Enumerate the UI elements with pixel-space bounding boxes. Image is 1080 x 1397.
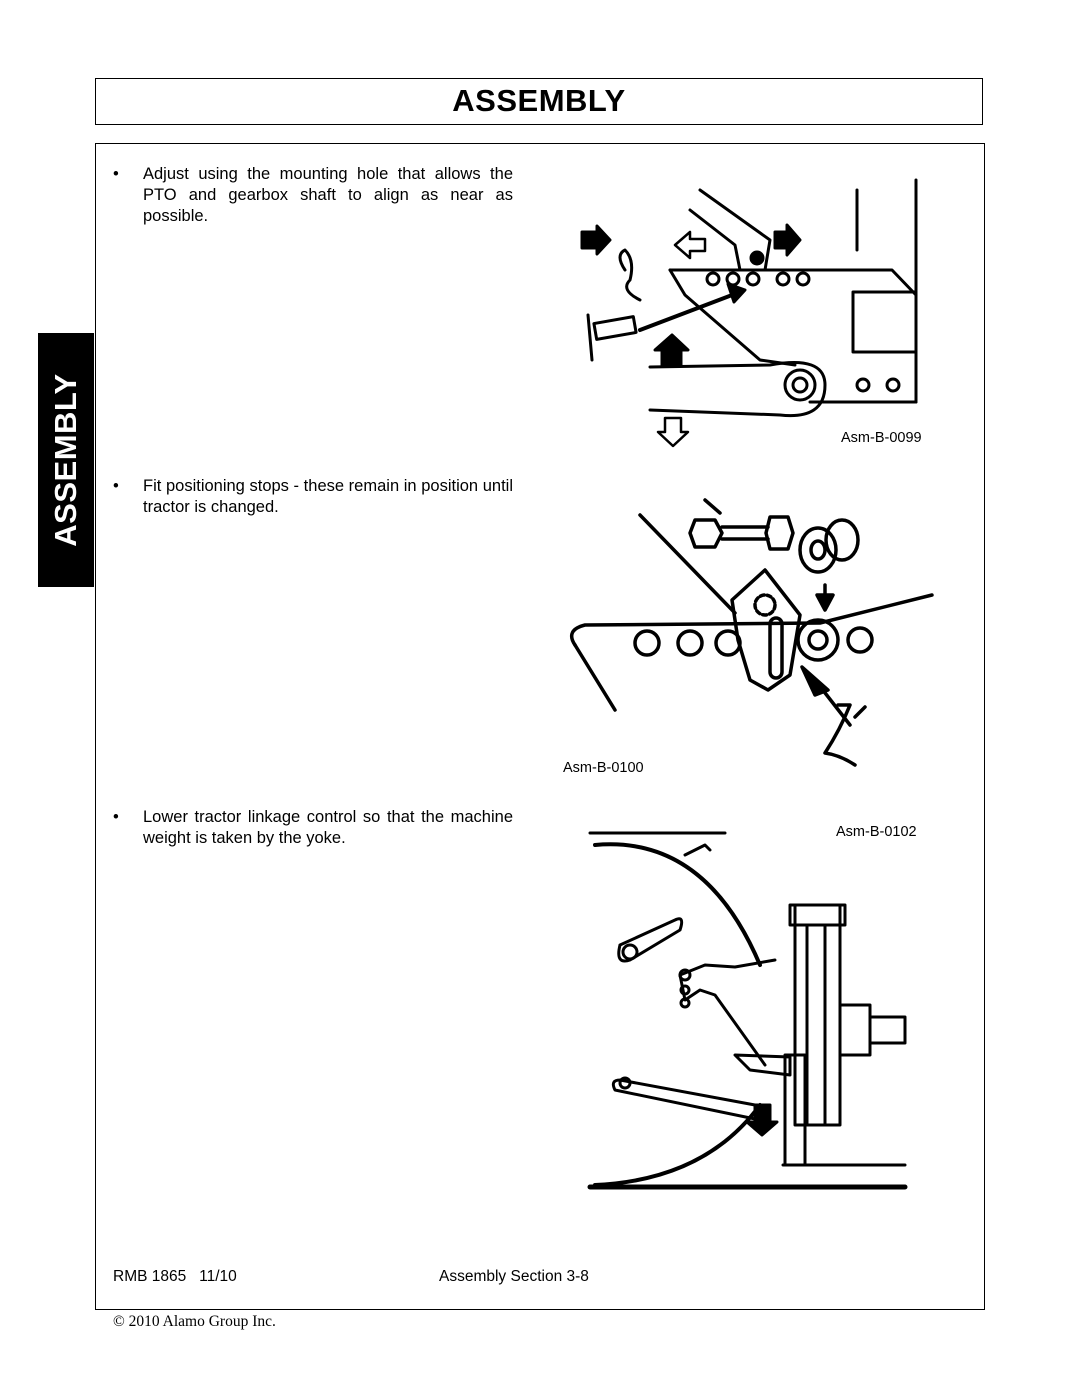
figure-label: Asm-B-0102 [836,824,917,840]
content-frame [95,143,985,1310]
positioning-stops-figure [569,498,934,767]
mounting-hole-figure [580,178,918,448]
page-header: ASSEMBLY [95,78,983,125]
yoke-linkage-figure [587,831,908,1190]
section-page-number: Assembly Section 3-8 [439,1268,589,1285]
instruction-bullet-3: • Lower tractor linkage control so that … [113,807,513,849]
figure-label: Asm-B-0100 [563,760,644,776]
instruction-bullet-1: • Adjust using the mounting hole that al… [113,164,513,227]
figure-label: Asm-B-0099 [841,430,922,446]
bullet-text: Adjust using the mounting hole that allo… [143,165,513,225]
bullet-text: Lower tractor linkage control so that th… [143,808,513,847]
bullet-symbol: • [113,477,119,495]
copyright-notice: © 2010 Alamo Group Inc. [113,1313,276,1330]
bullet-symbol: • [113,165,119,183]
side-tab-label: ASSEMBLY [48,373,83,547]
section-side-tab: ASSEMBLY [38,333,94,587]
page-title: ASSEMBLY [452,83,626,118]
document-id: RMB 1865 11/10 [113,1268,237,1285]
bullet-symbol: • [113,808,119,826]
bullet-text: Fit positioning stops - these remain in … [143,477,513,516]
instruction-bullet-2: • Fit positioning stops - these remain i… [113,476,513,518]
